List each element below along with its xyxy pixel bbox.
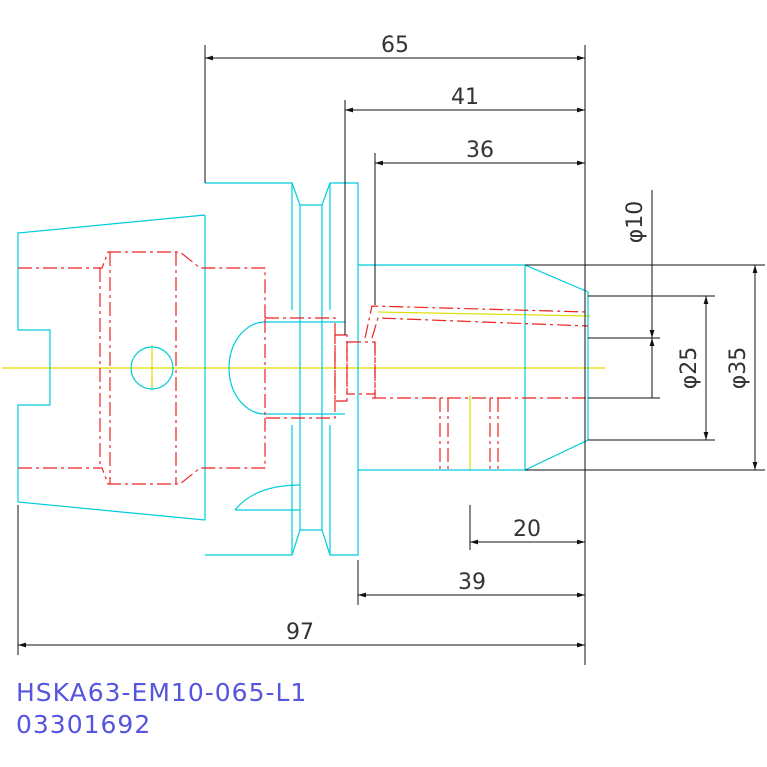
dim-41-label: 41 (451, 85, 479, 110)
dim-36-label: 36 (466, 138, 494, 163)
flange-outline (205, 182, 359, 556)
dim-65-label: 65 (381, 33, 409, 58)
order-number-label: 03301692 (16, 710, 152, 739)
hsk-shank-outline (17, 214, 206, 521)
dim-39-label: 39 (458, 570, 486, 595)
dim-dia25-label: φ25 (677, 347, 702, 390)
dimension-lines (17, 45, 765, 665)
dim-20-label: 20 (513, 517, 541, 542)
nose-outline (358, 264, 589, 471)
cross-hole-circle (130, 346, 174, 390)
shank-hidden-bore (18, 251, 266, 485)
dim-dia35-label: φ35 (726, 347, 751, 390)
nose-hidden-features (364, 305, 589, 470)
part-number-label: HSKA63-EM10-065-L1 (16, 678, 308, 707)
centerlines (2, 311, 605, 470)
dim-dia10-label: φ10 (623, 201, 648, 244)
dim-97-label: 97 (286, 620, 314, 645)
